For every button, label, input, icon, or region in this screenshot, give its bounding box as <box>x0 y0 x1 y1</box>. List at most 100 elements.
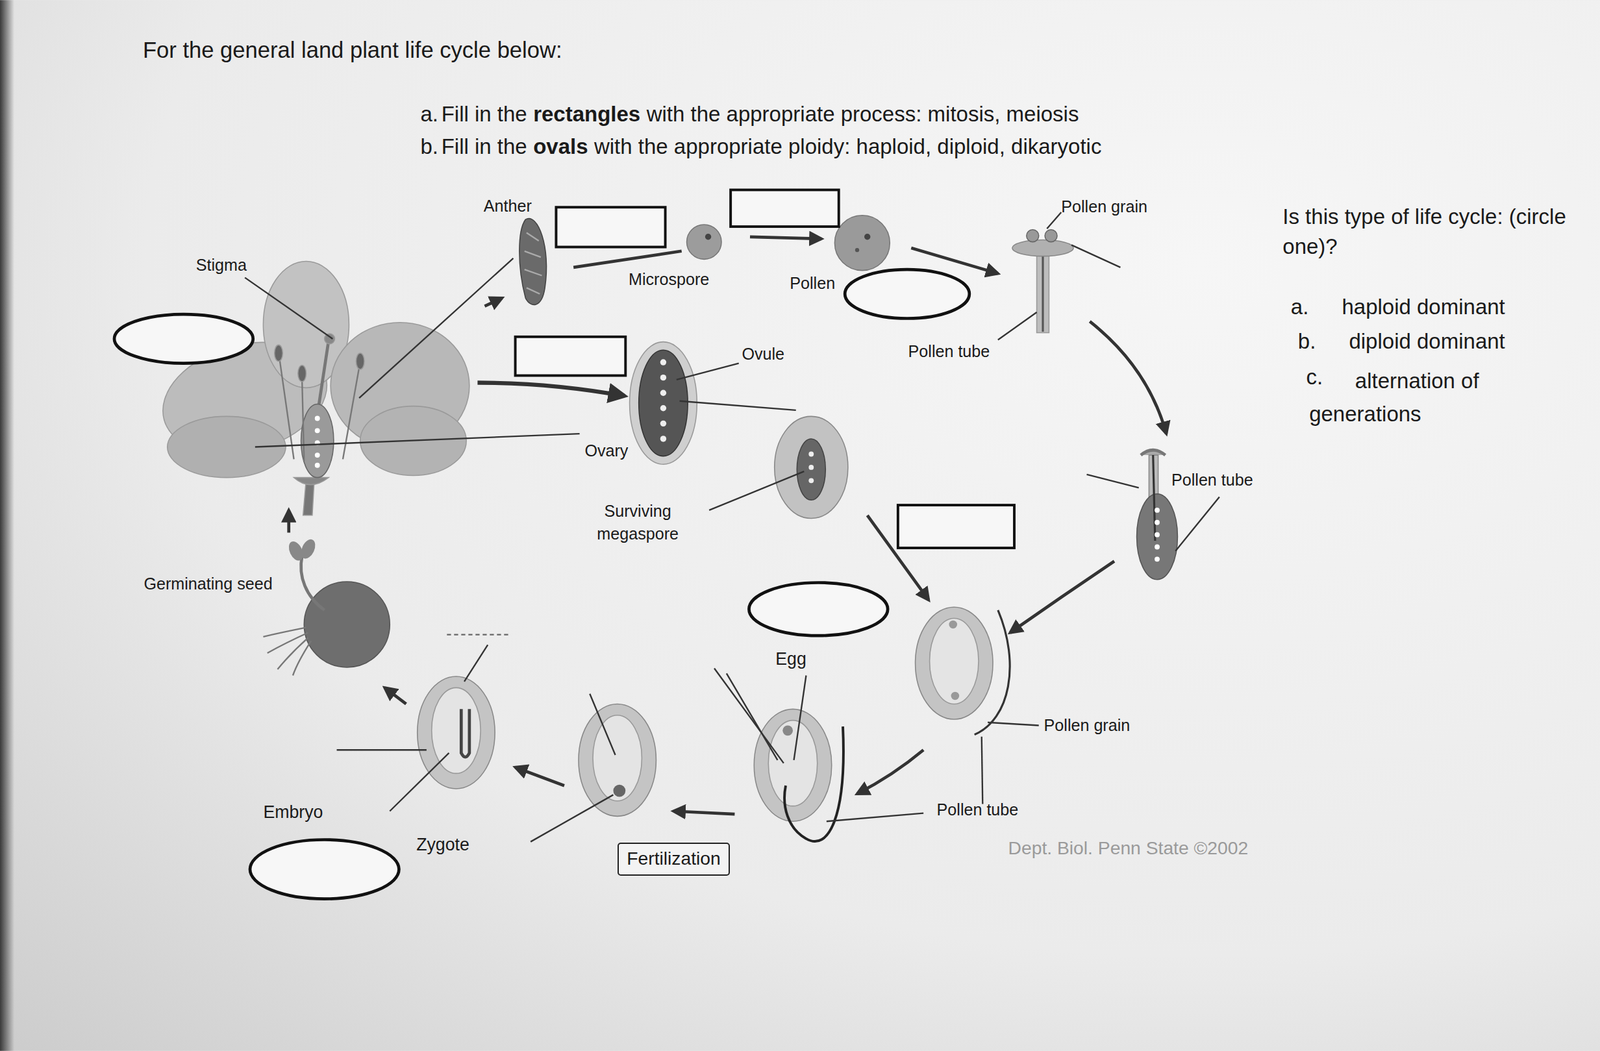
flower-drawing <box>150 261 470 516</box>
part-label: Anther <box>483 196 532 216</box>
microspore-pollen-drawing <box>750 237 822 239</box>
part-label: Pollen tube <box>937 800 1019 820</box>
instruction-text: Fill in the <box>441 101 528 128</box>
answer-rectangle <box>515 337 626 376</box>
option-text: alternation of generations <box>1309 364 1544 431</box>
anther-drawing <box>484 218 547 307</box>
ovary-drawing <box>774 416 849 519</box>
part-label: Pollen <box>789 273 836 293</box>
ovule-drawing <box>951 692 960 701</box>
pollinated-stigma-drawing <box>1026 229 1039 243</box>
process-label: Fertilization <box>626 848 721 871</box>
flower-drawing <box>342 367 360 460</box>
ovule-drawing <box>673 811 735 815</box>
ovule-drawing <box>530 794 613 842</box>
instruction-text: rectangles <box>533 101 641 128</box>
option-letter: c. <box>1305 364 1323 391</box>
question-text: Is this type of life cycle: (circle one)… <box>1282 201 1574 262</box>
flower-drawing <box>274 344 284 362</box>
pollinated-stigma-drawing <box>1089 321 1167 434</box>
answer-oval <box>114 269 970 900</box>
pollinated-stigma-drawing <box>1044 229 1058 243</box>
pollinated-stigma-drawing <box>1041 251 1044 332</box>
ovule-drawing <box>592 715 642 802</box>
ovule-drawing <box>726 673 778 761</box>
pollinated-stigma-drawing <box>1012 240 1074 257</box>
ovule-drawing <box>826 813 924 823</box>
germinating-seed-drawing <box>262 627 312 676</box>
germinating-seed-drawing <box>262 510 390 676</box>
part-label: Zygote <box>416 834 470 856</box>
part-label: Pollen tube <box>908 341 991 362</box>
option-text: haploid dominant <box>1341 294 1505 321</box>
answer-oval <box>250 840 399 900</box>
answer-rectangle <box>515 190 1015 549</box>
ovary-drawing <box>660 420 667 427</box>
ovary-drawing <box>660 435 667 442</box>
ovary-drawing <box>359 258 513 399</box>
flower-drawing <box>301 379 304 462</box>
ovary-drawing <box>660 374 667 381</box>
flower-drawing <box>314 416 321 422</box>
pistil-drawing <box>1154 544 1160 550</box>
part-label: Egg <box>775 648 807 670</box>
part-label: Ovary <box>584 440 628 461</box>
pollinated-stigma-drawing <box>998 312 1038 340</box>
paper-ground <box>0 0 15 1051</box>
answer-rectangle <box>730 190 839 228</box>
flower-drawing <box>355 353 365 370</box>
germinating-seed-drawing <box>303 581 390 668</box>
ovule-drawing <box>515 694 657 843</box>
ovule-drawing <box>578 704 656 817</box>
pollinated-stigma-drawing <box>1046 212 1062 229</box>
microspore-pollen-drawing <box>705 233 712 240</box>
pistil-drawing <box>1153 455 1156 541</box>
ovule-drawing <box>857 607 1039 804</box>
anther-drawing <box>519 218 547 306</box>
ovule-drawing <box>915 607 993 720</box>
pistil-drawing <box>1087 474 1139 488</box>
pistil-drawing <box>1154 532 1160 538</box>
pistil-drawing <box>1175 497 1220 552</box>
ovary-drawing <box>244 277 333 339</box>
germinating-seed-drawing <box>262 627 306 638</box>
pistil-drawing <box>1154 507 1160 513</box>
microspore-pollen-drawing <box>834 215 890 271</box>
flower-drawing <box>294 477 329 486</box>
pistil-drawing <box>1140 450 1166 456</box>
instruction-text: a. <box>420 101 439 128</box>
instruction-text: Fill in the <box>441 133 528 160</box>
pollinated-stigma-drawing <box>1071 244 1121 268</box>
seed-embryo-drawing <box>446 633 510 636</box>
flower-drawing <box>324 333 336 345</box>
answer-rectangle <box>898 505 1015 549</box>
option-text: diploid dominant <box>1348 328 1505 355</box>
ovary-drawing <box>660 359 667 442</box>
ovary-drawing <box>676 363 739 380</box>
answer-oval <box>114 314 254 363</box>
flower-drawing <box>314 416 321 469</box>
germinating-seed-drawing <box>292 640 312 676</box>
ovary-drawing <box>679 401 797 411</box>
part-label: Pollen grain <box>1044 715 1131 736</box>
credit-text: Dept. Biol. Penn State ©2002 <box>1008 837 1249 860</box>
part-label: Microspore <box>628 269 710 289</box>
part-label: Pollen grain <box>1061 196 1148 217</box>
part-label: Ovule <box>741 344 785 364</box>
part-label: Embryo <box>262 801 323 823</box>
instruction-text: with the appropriate ploidy: haploid, di… <box>594 133 1102 160</box>
ovule-drawing <box>794 675 807 761</box>
pistil-drawing <box>1137 494 1178 580</box>
ovary-drawing <box>477 383 625 397</box>
part-label: Surviving megaspore <box>577 500 698 546</box>
ovary-drawing <box>808 451 814 484</box>
ovule-drawing <box>612 785 626 798</box>
seed-embryo-drawing <box>464 644 488 682</box>
ovary-drawing <box>808 464 814 471</box>
ovule-drawing <box>948 620 958 630</box>
flower-drawing <box>298 365 307 382</box>
flower-drawing <box>314 462 321 469</box>
ovule-drawing <box>857 750 924 795</box>
